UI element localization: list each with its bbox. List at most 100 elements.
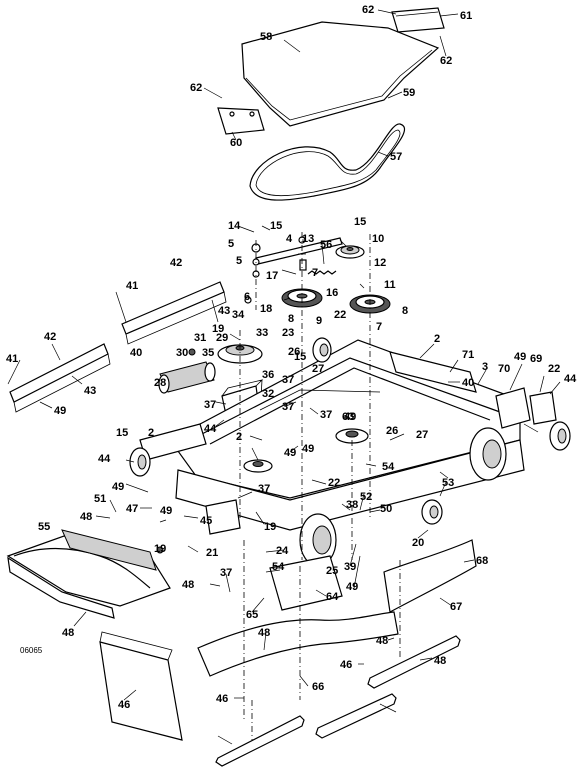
side-panel-drawing xyxy=(217,107,265,135)
deflector-66-drawing xyxy=(99,631,183,741)
part-label: 32 xyxy=(262,388,274,400)
part-label: 44 xyxy=(204,423,217,435)
part-label: 6 xyxy=(244,291,250,303)
part-label: 49 xyxy=(346,581,358,593)
baffle-65-drawing xyxy=(383,539,477,613)
part-label: 17 xyxy=(266,270,278,282)
part-label: 34 xyxy=(232,309,245,321)
part-label: 18 xyxy=(260,303,272,315)
part-label: 46 xyxy=(118,699,130,711)
discharge-chute-drawing xyxy=(6,529,171,619)
part-label: 21 xyxy=(206,547,218,559)
part-label: 7 xyxy=(376,321,382,333)
part-label: 63 xyxy=(342,411,354,423)
blade-lower-left-drawing xyxy=(215,715,305,767)
part-label: 35 xyxy=(202,347,214,359)
part-label: 42 xyxy=(44,331,56,343)
part-label: 62 xyxy=(190,82,202,94)
blade-lower-right-drawing xyxy=(315,693,397,739)
part-label: 12 xyxy=(374,257,386,269)
part-label: 30 xyxy=(176,347,188,359)
leader-lines xyxy=(7,9,561,745)
spindle-39-drawing xyxy=(421,499,443,525)
part-label: 7 xyxy=(312,267,318,279)
part-label: 53 xyxy=(442,477,454,489)
part-label: 70 xyxy=(498,363,510,375)
part-label: 15 xyxy=(354,216,366,228)
part-label: 62 xyxy=(362,4,374,16)
part-label: 49 xyxy=(54,405,66,417)
upper-rail-drawing xyxy=(121,281,227,345)
part-label: 14 xyxy=(228,220,241,232)
part-label: 48 xyxy=(182,579,194,591)
part-label: 46 xyxy=(216,693,228,705)
blade-upper-right-drawing xyxy=(367,635,461,689)
idler-arm-drawing xyxy=(244,236,343,304)
part-label: 36 xyxy=(262,369,274,381)
part-label: 15 xyxy=(270,220,282,232)
part-label: 27 xyxy=(416,429,428,441)
part-label: 50 xyxy=(380,503,392,515)
caster-wheel-front-left-drawing xyxy=(299,513,337,567)
part-label: 13 xyxy=(302,233,314,245)
baffle-plate-left-drawing xyxy=(205,499,241,535)
part-label: 49 xyxy=(284,447,296,459)
part-label: 49 xyxy=(344,411,356,423)
part-label: 37 xyxy=(282,374,294,386)
part-label: 26 xyxy=(288,346,300,358)
part-label: 38 xyxy=(346,499,358,511)
part-label: 54 xyxy=(382,461,395,473)
part-label: 40 xyxy=(462,377,474,389)
baffle-68-drawing xyxy=(269,555,343,611)
part-label: 67 xyxy=(450,601,462,613)
part-label: 71 xyxy=(462,349,474,361)
part-label: 64 xyxy=(326,591,339,603)
part-label: 26 xyxy=(386,425,398,437)
part-label: 29 xyxy=(216,332,228,344)
part-label: 3 xyxy=(482,361,488,373)
part-label: 58 xyxy=(260,31,272,43)
cover-panel-drawing xyxy=(391,7,445,33)
part-label: 2 xyxy=(236,431,242,443)
part-label: 37 xyxy=(258,483,270,495)
part-label: 44 xyxy=(564,373,577,385)
part-label: 48 xyxy=(376,635,388,647)
part-label: 49 xyxy=(112,481,124,493)
part-label: 62 xyxy=(440,55,452,67)
part-label: 66 xyxy=(312,681,324,693)
part-label: 43 xyxy=(84,385,96,397)
part-number-labels: 62 61 58 62 59 62 60 57 14 15 15 10 5 4 … xyxy=(6,4,577,711)
part-label: 24 xyxy=(276,545,289,557)
part-label: 33 xyxy=(256,327,268,339)
part-label: 45 xyxy=(200,515,212,527)
part-label: 59 xyxy=(403,87,415,99)
caster-wheel-right-drawing xyxy=(549,421,571,451)
part-label: 4 xyxy=(286,233,293,245)
part-label: 22 xyxy=(548,363,560,375)
caster-wheel-front-right-drawing xyxy=(469,427,507,481)
caster-wheel-upper-drawing xyxy=(312,337,332,363)
part-label: 15 xyxy=(116,427,128,439)
part-label: 37 xyxy=(320,409,332,421)
part-label: 56 xyxy=(320,239,332,251)
part-label: 68 xyxy=(476,555,488,567)
part-label: 57 xyxy=(390,151,402,163)
part-label: 61 xyxy=(460,10,472,22)
part-label: 49 xyxy=(160,505,172,517)
part-label: 25 xyxy=(326,565,338,577)
part-label: 52 xyxy=(360,491,372,503)
part-label: 2 xyxy=(148,427,154,439)
part-label: 19 xyxy=(154,543,166,555)
part-label: 49 xyxy=(302,443,314,455)
part-label: 51 xyxy=(94,493,106,505)
drawing-id: 06065 xyxy=(20,646,43,655)
part-label: 15 xyxy=(294,351,306,363)
part-label: 48 xyxy=(80,511,92,523)
part-label: 22 xyxy=(328,477,340,489)
part-label: 48 xyxy=(62,627,74,639)
part-label: 28 xyxy=(154,377,166,389)
part-label: 16 xyxy=(326,287,338,299)
lower-rail-drawing xyxy=(9,343,111,413)
part-label: 60 xyxy=(230,137,242,149)
